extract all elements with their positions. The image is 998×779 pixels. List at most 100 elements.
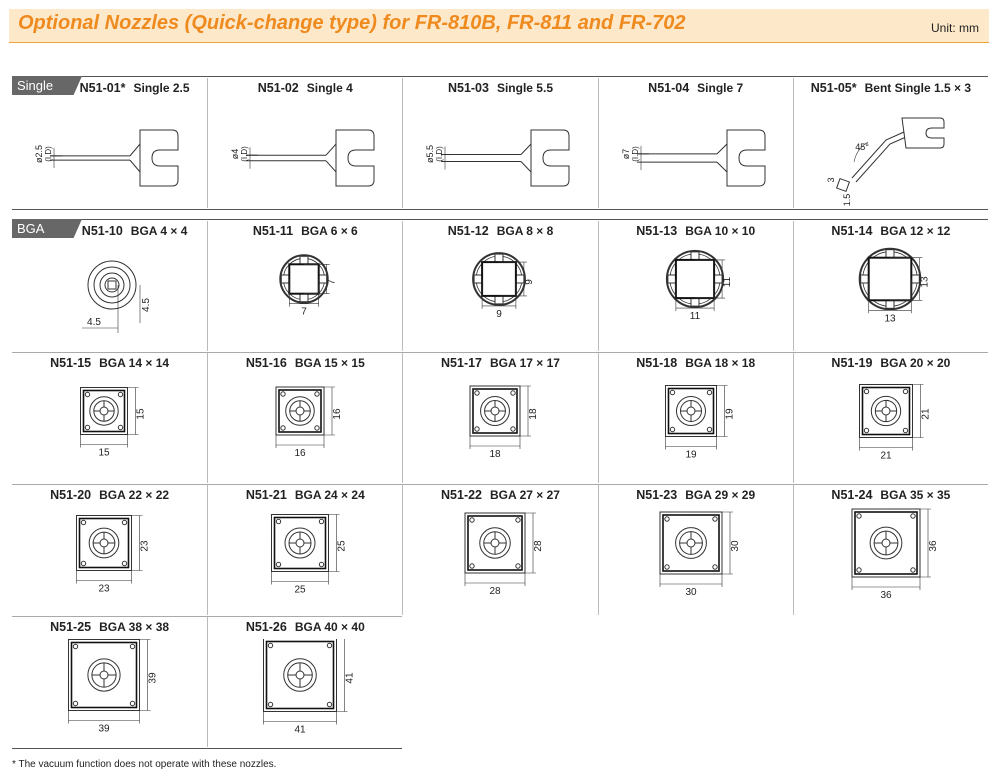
height-label: 41: [345, 672, 356, 684]
nozzle-label: N51-05*Bent Single 1.5 × 3: [794, 81, 988, 95]
single-nozzle-drawing: [50, 129, 179, 187]
nozzle-code: N51-14: [831, 224, 873, 238]
height-label: 28: [533, 540, 544, 552]
height-label: 11: [722, 276, 733, 287]
height-label: 30: [730, 540, 741, 552]
nozzle-code: N51-19: [831, 356, 873, 370]
width-label: 28: [490, 586, 502, 597]
height-label: 25: [337, 540, 348, 552]
dimension-lines: [851, 508, 931, 590]
section-tag: Single: [12, 76, 82, 95]
height-label: 7: [327, 279, 338, 285]
square-nozzle-drawing: [275, 386, 325, 436]
dimension-lines: [675, 259, 725, 312]
nozzle-name: BGA 12 × 12: [880, 224, 951, 238]
dimension-lines: [82, 285, 141, 333]
nozzle-code: N51-21: [245, 488, 287, 502]
nozzle-name: BGA 40 × 40: [294, 620, 365, 634]
nozzle-name: BGA 14 × 14: [99, 356, 170, 370]
dimension-lines: [275, 386, 336, 448]
id-label: (I.D): [631, 146, 640, 162]
nozzle-code: N51-24: [831, 488, 873, 502]
nozzle-drawing: 28 28: [464, 512, 544, 597]
nozzle-name: Single 5.5: [496, 81, 553, 95]
nozzle-code: N51-01*: [79, 81, 126, 95]
section-divider: [12, 76, 988, 77]
height-label: 39: [148, 672, 159, 684]
nozzle-name: BGA 4 × 4: [130, 224, 188, 238]
square-nozzle-drawing: [469, 385, 521, 437]
nozzle-drawing: 41 41: [263, 639, 356, 736]
cross-nozzle-drawing: [279, 254, 329, 304]
nozzle-code: N51-18: [636, 356, 678, 370]
nozzle-name: BGA 18 × 18: [685, 356, 756, 370]
width-label: 41: [295, 725, 307, 736]
dimension-lines: [263, 639, 348, 725]
nozzle-drawing: 77: [279, 254, 338, 318]
nozzle-label: N51-23 BGA 29 × 29: [599, 488, 793, 502]
dimension-lines: [482, 261, 528, 309]
nozzle-code: N51-23: [636, 488, 678, 502]
dim-b-label: 1.5: [842, 194, 852, 206]
height-label: 4.5: [141, 298, 152, 312]
row-divider: [12, 616, 403, 617]
section-divider: [12, 219, 988, 220]
nozzle-name: BGA 29 × 29: [685, 488, 756, 502]
cross-nozzle-drawing: [472, 252, 527, 306]
nozzle-name: BGA 22 × 22: [99, 488, 170, 502]
nozzle-drawing: 99: [472, 252, 535, 320]
diameter-label: ø7: [621, 149, 631, 160]
page-header: Optional Nozzles (Quick-change type) for…: [9, 9, 989, 43]
nozzle-drawing: 36 36: [851, 508, 939, 601]
single-nozzle-drawing: [441, 129, 570, 187]
square-nozzle-drawing: [263, 639, 338, 712]
nozzle-code: N51-20: [50, 488, 92, 502]
nozzle-drawing: ø4(I.D): [230, 129, 375, 187]
height-label: 9: [524, 279, 535, 285]
width-label: 4.5: [87, 317, 101, 328]
square-nozzle-drawing: [664, 385, 717, 437]
height-label: 15: [136, 408, 147, 420]
square-nozzle-drawing: [271, 514, 330, 572]
height-label: 16: [332, 408, 343, 420]
width-label: 30: [685, 587, 697, 598]
nozzle-drawing: ø2.5(I.D): [34, 129, 179, 187]
height-label: 36: [928, 540, 939, 552]
width-label: 16: [295, 448, 307, 459]
height-label: 19: [724, 408, 735, 420]
nozzle-drawing: ø7(I.D): [621, 129, 766, 187]
square-nozzle-drawing: [858, 384, 913, 438]
dimension-lines: [858, 384, 924, 451]
nozzle-drawing: 4.5 4.5: [82, 260, 152, 333]
bent-nozzle-drawing: [835, 117, 945, 193]
dimension-lines: [76, 515, 143, 584]
angle-label: 45°: [855, 142, 869, 152]
nozzle-name: BGA 38 × 38: [99, 620, 170, 634]
square-nozzle-drawing: [76, 515, 132, 571]
width-label: 36: [880, 590, 892, 601]
diameter-label: ø5.5: [425, 145, 435, 163]
